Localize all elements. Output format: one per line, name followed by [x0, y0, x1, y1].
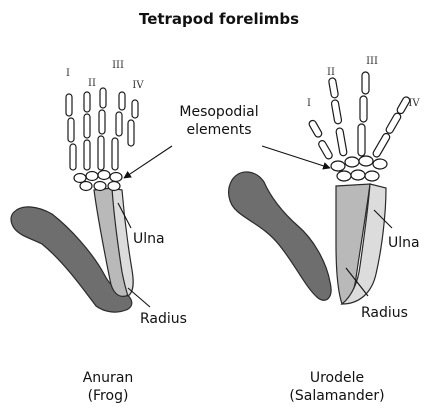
frog-digit-label-2: II	[88, 78, 96, 89]
frog-digits	[66, 88, 138, 170]
frog-caption-line1: Anuran	[83, 370, 134, 386]
frog-caption-line2: (Frog)	[88, 388, 129, 404]
diagram-title: Tetrapod forelimbs	[139, 10, 299, 28]
salamander-carpals	[331, 156, 387, 181]
salamander-caption-line2: (Salamander)	[289, 388, 384, 404]
mesopodial-arrow-salamander	[262, 146, 330, 168]
salamander-digit-label-4: IV	[408, 98, 420, 109]
frog-digit-label-1: I	[66, 68, 70, 79]
salamander-digit-label-1: I	[307, 98, 311, 109]
frog-carpals	[74, 171, 122, 191]
salamander-humerus	[229, 172, 331, 300]
frog-radius-label: Radius	[140, 311, 187, 327]
frog-limb: I II III IV Ulna Radius Anuran (Frog)	[11, 60, 187, 404]
salamander-digit-label-3: III	[366, 56, 378, 67]
mesopodial-label-line2: elements	[186, 122, 251, 138]
salamander-digits	[308, 72, 411, 160]
salamander-ulna-label: Ulna	[388, 235, 420, 251]
salamander-digit-label-2: II	[327, 67, 335, 78]
frog-digit-label-3: III	[112, 60, 124, 71]
frog-ulna-label: Ulna	[133, 231, 165, 247]
mesopodial-label-line1: Mesopodial	[179, 104, 258, 120]
mesopodial-callout: Mesopodial elements	[124, 104, 330, 178]
frog-digit-label-4: IV	[132, 80, 144, 91]
salamander-radius-label: Radius	[361, 305, 408, 321]
mesopodial-arrow-frog	[124, 146, 172, 178]
salamander-caption-line1: Urodele	[310, 370, 364, 386]
